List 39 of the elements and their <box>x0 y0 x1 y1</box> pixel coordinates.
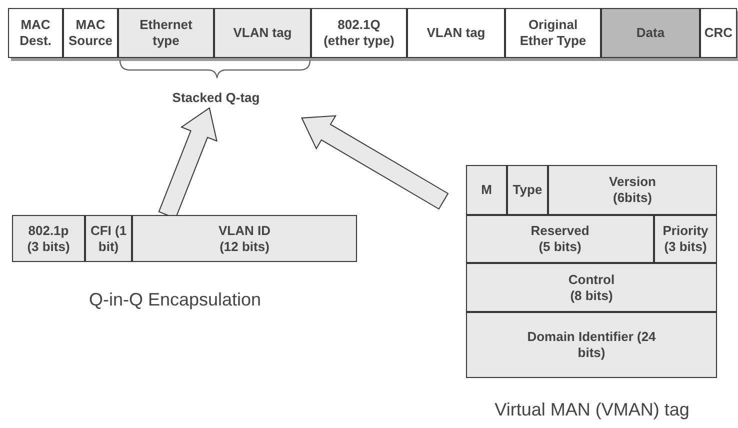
field-label: Ethernet type <box>138 17 194 49</box>
field-cell <box>85 215 132 262</box>
field-cell <box>466 263 717 312</box>
field-label: Type <box>512 182 542 198</box>
field-label: 802.1p (3 bits) <box>26 222 71 254</box>
field-cell <box>63 8 118 58</box>
field-label: VLAN tag <box>233 25 292 41</box>
field-label: Data <box>636 25 665 41</box>
field-cell <box>601 8 700 58</box>
field-label: Version (6bits) <box>608 174 657 206</box>
field-label: Control (8 bits) <box>567 272 616 304</box>
field-cell <box>214 8 311 58</box>
field-label: CRC <box>704 25 733 41</box>
field-label: Priority (3 bits) <box>662 223 710 255</box>
field-label: M <box>481 182 492 198</box>
node-label: Q-in-Q Encapsulation <box>88 290 262 310</box>
field-cell <box>505 8 601 58</box>
field-label: Original Ether Type <box>518 17 588 49</box>
field-cell <box>8 8 63 58</box>
field-label: MAC Source <box>67 17 114 49</box>
field-label: VLAN ID (12 bits) <box>218 222 272 254</box>
field-cell <box>118 8 214 58</box>
field-cell <box>700 8 737 58</box>
field-cell <box>466 165 507 215</box>
field-label: Domain Identifier (24 bits) <box>526 329 656 361</box>
field-cell <box>548 165 717 215</box>
field-label: Reserved (5 bits) <box>530 223 590 255</box>
field-cell <box>507 165 548 215</box>
field-label: 802.1Q (ether type) <box>322 17 396 49</box>
field-cell <box>654 215 717 263</box>
node-label: Virtual MAN (VMAN) tag <box>494 400 690 420</box>
field-cell <box>466 215 654 263</box>
field-cell <box>407 8 505 58</box>
block-arrow <box>301 115 449 210</box>
field-label: MAC Dest. <box>18 17 52 49</box>
tag-label: Stacked Q-tag <box>172 90 260 106</box>
field-cell <box>311 8 407 58</box>
field-label: CFI (1 bit) <box>90 222 128 254</box>
field-label: VLAN tag <box>426 25 486 41</box>
